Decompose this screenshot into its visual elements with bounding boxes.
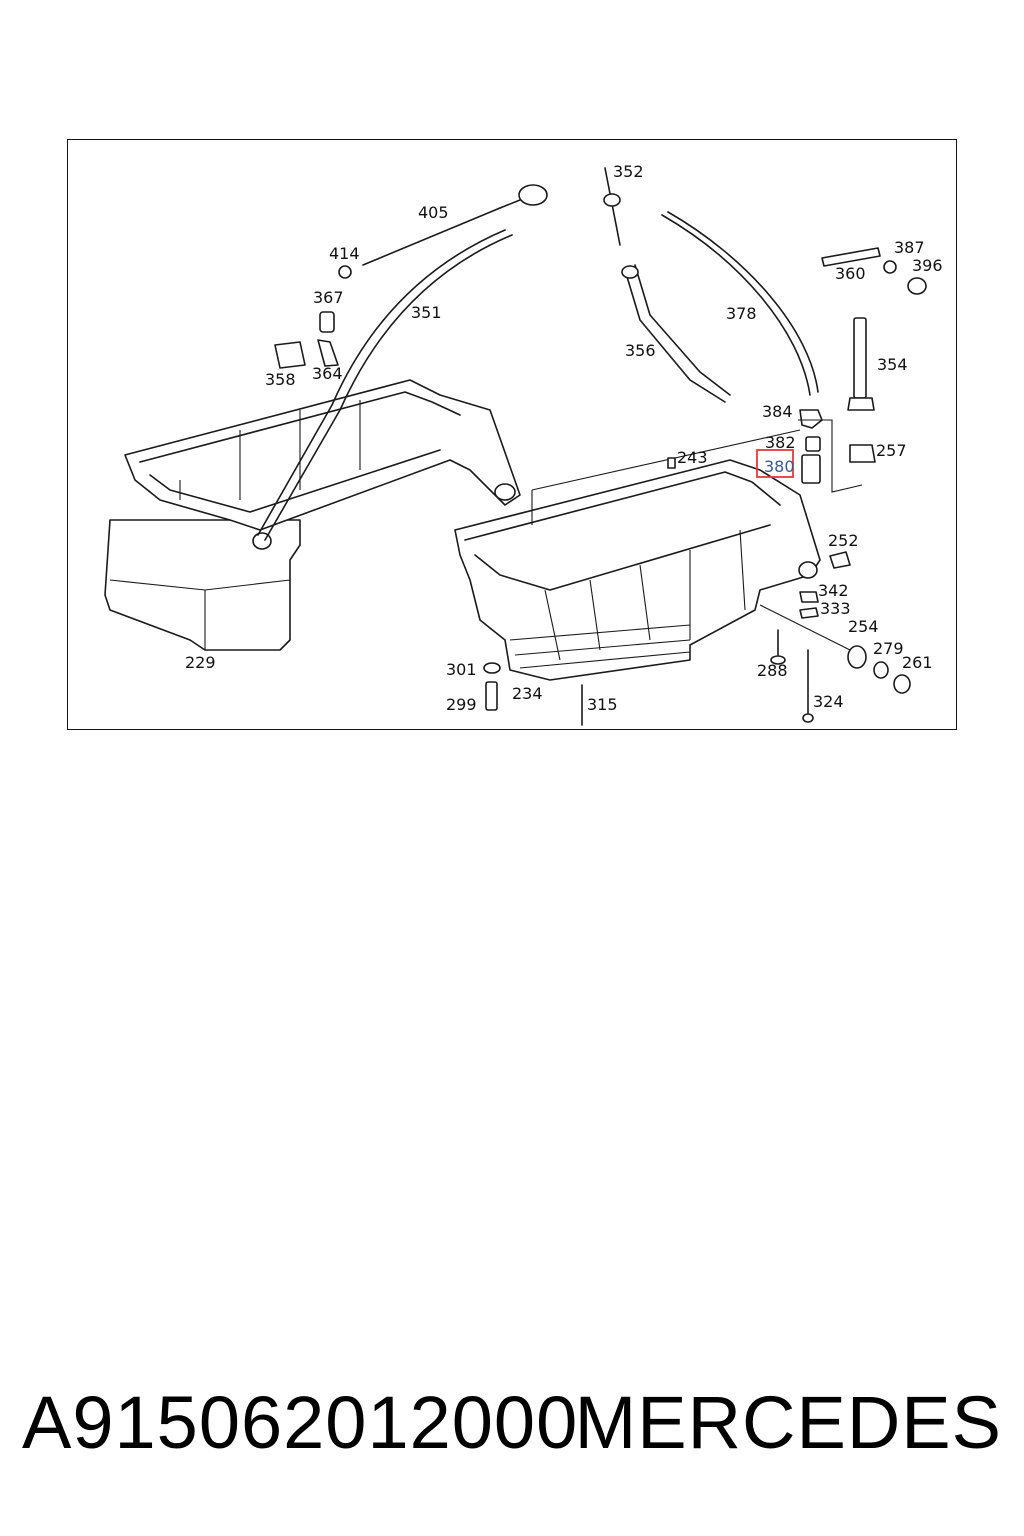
- label-301: 301: [446, 660, 477, 679]
- dipstick-tube: [257, 229, 513, 541]
- label-234: 234: [512, 684, 543, 703]
- footer: A915062012000 MERCEDES: [0, 1380, 1024, 1464]
- label-382: 382: [765, 433, 796, 452]
- label-279: 279: [873, 639, 904, 658]
- label-288: 288: [757, 661, 788, 680]
- part-labels: 352 405 414 367 351 358 364 356 378 387 …: [185, 162, 943, 714]
- dipstick: [362, 184, 548, 266]
- label-358: 358: [265, 370, 296, 389]
- label-405: 405: [418, 203, 449, 222]
- label-387: 387: [894, 238, 925, 257]
- oil-pan-left: [104, 379, 521, 651]
- label-380[interactable]: 380: [764, 457, 795, 476]
- label-367: 367: [313, 288, 344, 307]
- small-parts: [274, 167, 927, 726]
- brand-name: MERCEDES: [574, 1381, 1002, 1464]
- label-229: 229: [185, 653, 216, 672]
- label-254: 254: [848, 617, 879, 636]
- label-333: 333: [820, 599, 851, 618]
- label-360: 360: [835, 264, 866, 283]
- label-352: 352: [613, 162, 644, 181]
- part-number: A915062012000: [22, 1381, 579, 1464]
- oil-pan-right: [454, 429, 821, 681]
- label-257: 257: [876, 441, 907, 460]
- highlight-box: [756, 449, 794, 478]
- label-315: 315: [587, 695, 618, 714]
- label-324: 324: [813, 692, 844, 711]
- label-351: 351: [411, 303, 442, 322]
- label-384: 384: [762, 402, 793, 421]
- label-378: 378: [726, 304, 757, 323]
- label-299: 299: [446, 695, 477, 714]
- label-364: 364: [312, 364, 343, 383]
- label-261: 261: [902, 653, 933, 672]
- label-252: 252: [828, 531, 859, 550]
- label-342: 342: [818, 581, 849, 600]
- label-396: 396: [912, 256, 943, 275]
- label-243: 243: [677, 448, 708, 467]
- label-414: 414: [329, 244, 360, 263]
- label-354: 354: [877, 355, 908, 374]
- label-356: 356: [625, 341, 656, 360]
